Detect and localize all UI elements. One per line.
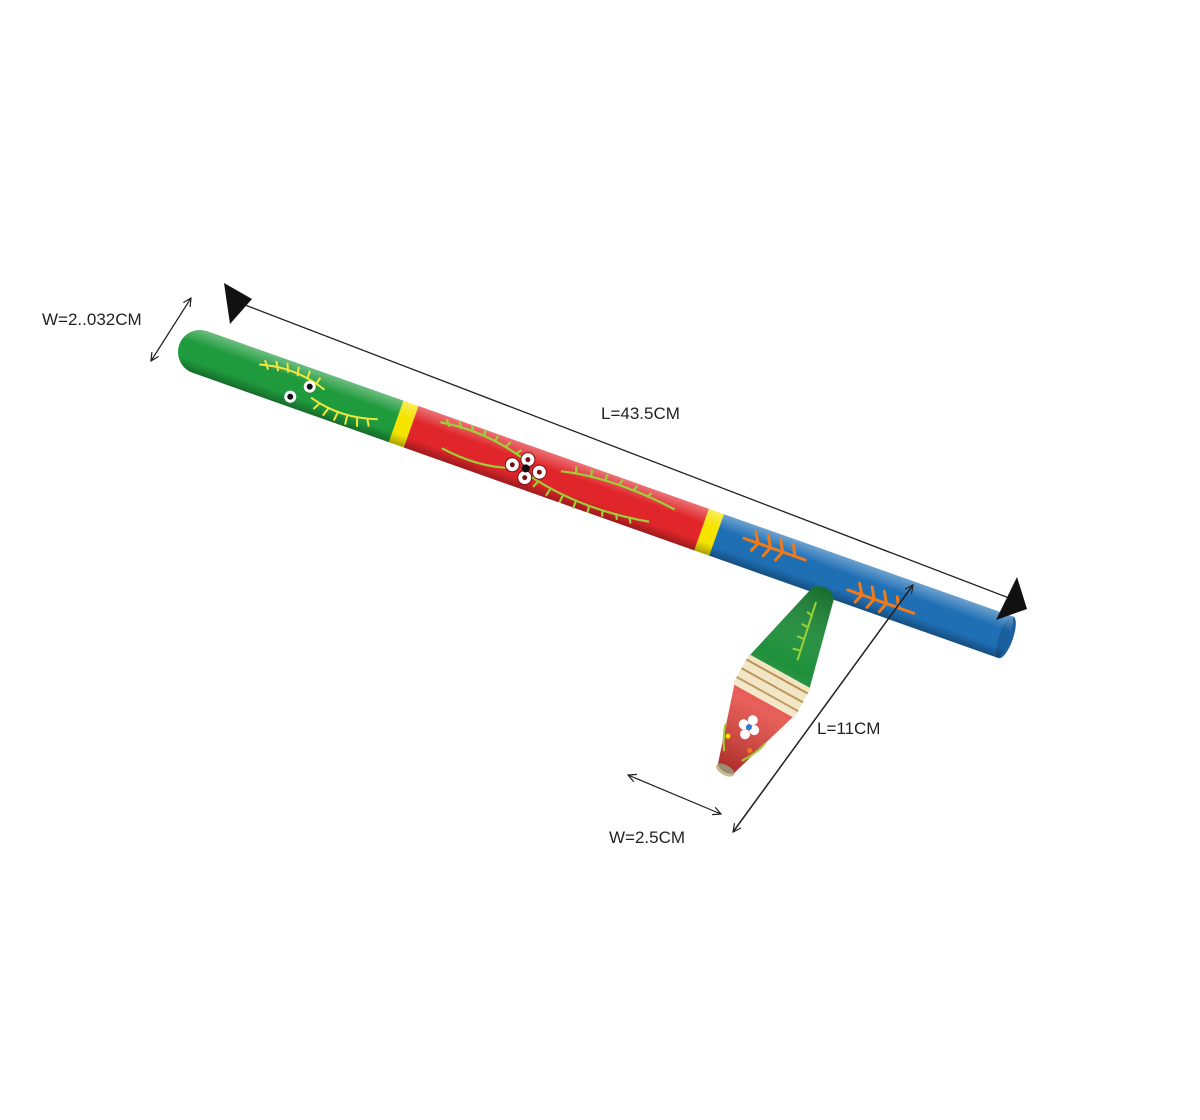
arrowhead-left-icon [224,283,252,324]
flower-motif-icon [504,452,547,486]
top-width-dimension [628,775,721,814]
arrowhead-right-icon [996,577,1027,620]
eye-motif-icon [284,380,316,403]
top-length-dimension [733,585,913,832]
stick-width-label: W=2..032CM [42,310,142,329]
gilli-stick [178,330,1016,659]
leaf-pattern-icon-red [440,418,676,524]
leaf-pattern-icon [259,359,378,427]
gilli-piece [716,586,835,777]
stick-width-dimension [151,298,191,361]
stick-length-label: L=43.5CM [601,404,680,423]
stick-length-dimension [224,283,1027,620]
top-length-label: L=11CM [817,719,881,738]
top-width-label: W=2.5CM [609,828,686,847]
